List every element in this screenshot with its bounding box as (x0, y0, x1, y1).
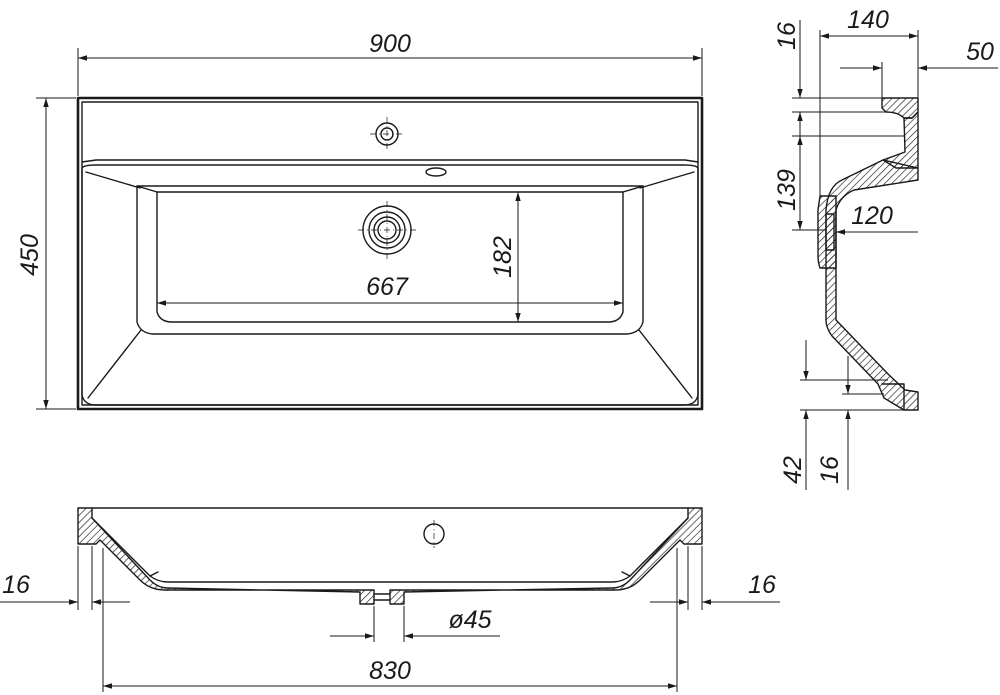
drain-hole (358, 201, 416, 259)
overflow-slot (425, 167, 447, 177)
dim-label-120: 120 (851, 202, 893, 230)
section-bottom-lip (881, 383, 905, 411)
slope-edge (639, 171, 695, 189)
bowl-floor-outer (136, 185, 644, 335)
dim-label-diameter-45: ø45 (448, 606, 491, 634)
section-top (881, 97, 919, 119)
dim-label-50: 50 (966, 38, 994, 66)
top-view: 900 450 667 182 (16, 30, 704, 411)
corner-edge (622, 185, 644, 193)
tap-hole (370, 117, 404, 152)
bowl-floor-inner (156, 191, 624, 323)
dim-667: 667 (157, 273, 623, 306)
front-bowl-inner (91, 517, 689, 583)
front-overflow (423, 520, 445, 548)
slope-edge (638, 329, 693, 399)
section-back-wall (882, 111, 919, 169)
dim-label-16-right: 16 (748, 571, 776, 599)
front-section: 16 16 ø45 830 (0, 507, 780, 692)
dim-label-450: 450 (16, 234, 44, 276)
dim-450: 450 (16, 97, 76, 410)
drain-hole-section (825, 213, 835, 251)
dim-182: 182 (489, 192, 521, 322)
drain-throat (373, 593, 391, 601)
dim-label-900: 900 (369, 30, 411, 58)
dim-label-667: 667 (366, 273, 409, 301)
dim-label-16-bottom: 16 (816, 456, 844, 484)
slope-edge (85, 171, 141, 189)
corner-edge (136, 185, 158, 193)
slope-edge (87, 329, 142, 399)
basin-outline (76, 96, 704, 411)
dim-900: 900 (77, 30, 703, 96)
deck-edge (81, 159, 699, 163)
dim-label-139: 139 (773, 169, 801, 211)
dim-label-16-left: 16 (2, 571, 30, 599)
dim-label-16-top: 16 (773, 22, 801, 50)
front-wall-right (389, 507, 703, 605)
section-bowl-wall (825, 159, 919, 411)
front-wall-left (77, 507, 375, 605)
dim-label-140: 140 (847, 6, 889, 34)
dim-label-830: 830 (369, 657, 411, 685)
bowl-rim (81, 164, 699, 406)
dim-label-182: 182 (489, 236, 517, 278)
dim-label-42: 42 (779, 456, 807, 484)
side-section: 140 50 16 139 120 42 16 (773, 6, 998, 490)
